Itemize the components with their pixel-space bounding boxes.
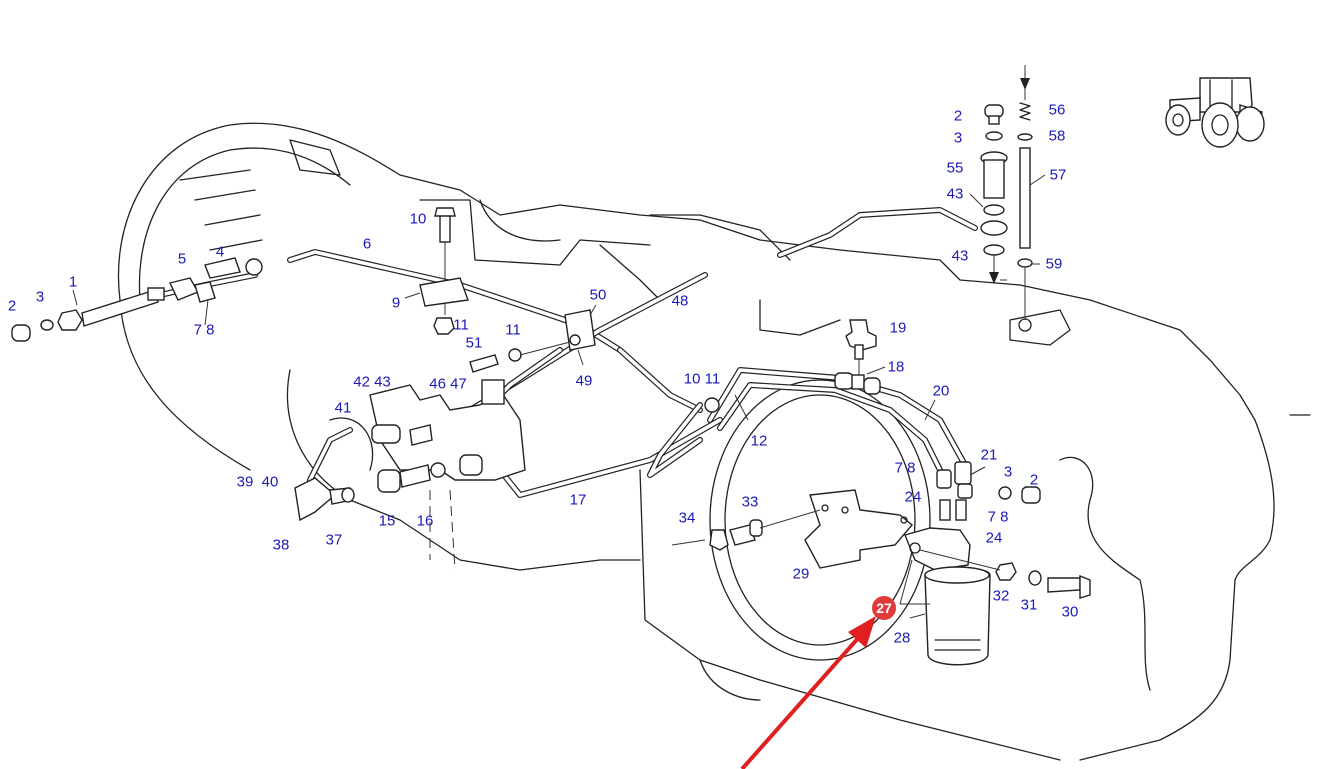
part-label-18[interactable]: 18	[887, 358, 905, 376]
part-label-58[interactable]: 58	[1048, 127, 1066, 145]
part-label-5[interactable]: 5	[177, 250, 187, 268]
part-label-49[interactable]: 49	[575, 372, 593, 390]
part-label-3[interactable]: 3	[953, 129, 963, 147]
part-label-55[interactable]: 55	[946, 159, 964, 177]
part-label-40[interactable]: 40	[261, 473, 279, 491]
part-label-28[interactable]: 28	[893, 629, 911, 647]
clamp-assembly	[419, 207, 596, 373]
part-label-11[interactable]: 11	[453, 316, 469, 334]
part-label-3[interactable]: 3	[1003, 463, 1013, 481]
part-label-30[interactable]: 30	[1061, 603, 1079, 621]
part-label-50[interactable]: 50	[589, 286, 607, 304]
part-label-43[interactable]: 43	[951, 247, 969, 265]
part-label-43[interactable]: 43	[946, 185, 964, 203]
part-label-2[interactable]: 2	[953, 107, 963, 125]
part-label-10[interactable]: 10	[409, 210, 427, 228]
part-label-3[interactable]: 3	[35, 288, 45, 306]
part-label-41[interactable]: 41	[334, 399, 352, 417]
part-label-19[interactable]: 19	[889, 319, 907, 337]
part-label-57[interactable]: 57	[1049, 166, 1067, 184]
part-label-21[interactable]: 21	[980, 446, 998, 464]
part-label-29[interactable]: 29	[792, 565, 810, 583]
part-label-38[interactable]: 38	[272, 536, 290, 554]
left-fitting-assembly	[11, 257, 263, 342]
part-label-12[interactable]: 12	[750, 432, 768, 450]
part-label-6[interactable]: 6	[362, 235, 372, 253]
valve-block	[294, 379, 526, 571]
part-label-39[interactable]: 39	[236, 473, 254, 491]
part-label-46-47[interactable]: 46 47	[429, 375, 467, 393]
part-label-2[interactable]: 2	[7, 297, 17, 315]
part-label-59[interactable]: 59	[1045, 255, 1063, 273]
part-label-17[interactable]: 17	[569, 491, 587, 509]
part-label-48[interactable]: 48	[671, 292, 689, 310]
part-label-4[interactable]: 4	[215, 243, 225, 261]
highlight-arrow	[740, 616, 876, 769]
part-label-56[interactable]: 56	[1048, 101, 1066, 119]
part-label-31[interactable]: 31	[1020, 596, 1038, 614]
tractor-icon	[1165, 77, 1265, 148]
part-label-37[interactable]: 37	[325, 531, 343, 549]
part-label-7-8[interactable]: 7 8	[987, 508, 1009, 526]
oil-filter-assembly	[671, 461, 1091, 666]
part-label-16[interactable]: 16	[416, 512, 434, 530]
part-label-51[interactable]: 51	[465, 334, 483, 352]
part-label-11[interactable]: 11	[505, 321, 521, 339]
part-label-9[interactable]: 9	[391, 294, 401, 312]
part-label-15[interactable]: 15	[378, 512, 396, 530]
part-label-10-11[interactable]: 10 11	[683, 370, 721, 388]
leader-lines	[72, 174, 1046, 619]
part-label-24[interactable]: 24	[904, 488, 922, 506]
transmission-housing	[117, 122, 1311, 761]
pipes	[157, 207, 978, 498]
part-label-7-8[interactable]: 7 8	[894, 459, 916, 477]
part-label-34[interactable]: 34	[678, 509, 696, 527]
relief-valve-stack	[980, 65, 1033, 320]
part-label-7-8[interactable]: 7 8	[193, 321, 215, 339]
part-label-20[interactable]: 20	[932, 382, 950, 400]
part-label-32[interactable]: 32	[992, 587, 1010, 605]
part-label-24[interactable]: 24	[985, 529, 1003, 547]
part-label-33[interactable]: 33	[741, 493, 759, 511]
part-label-1[interactable]: 1	[68, 273, 78, 291]
part-label-42-43[interactable]: 42 43	[353, 373, 391, 391]
part-label-2[interactable]: 2	[1029, 471, 1039, 489]
fitting-18-19	[704, 319, 881, 413]
highlighted-part-27[interactable]: 27	[872, 596, 896, 620]
